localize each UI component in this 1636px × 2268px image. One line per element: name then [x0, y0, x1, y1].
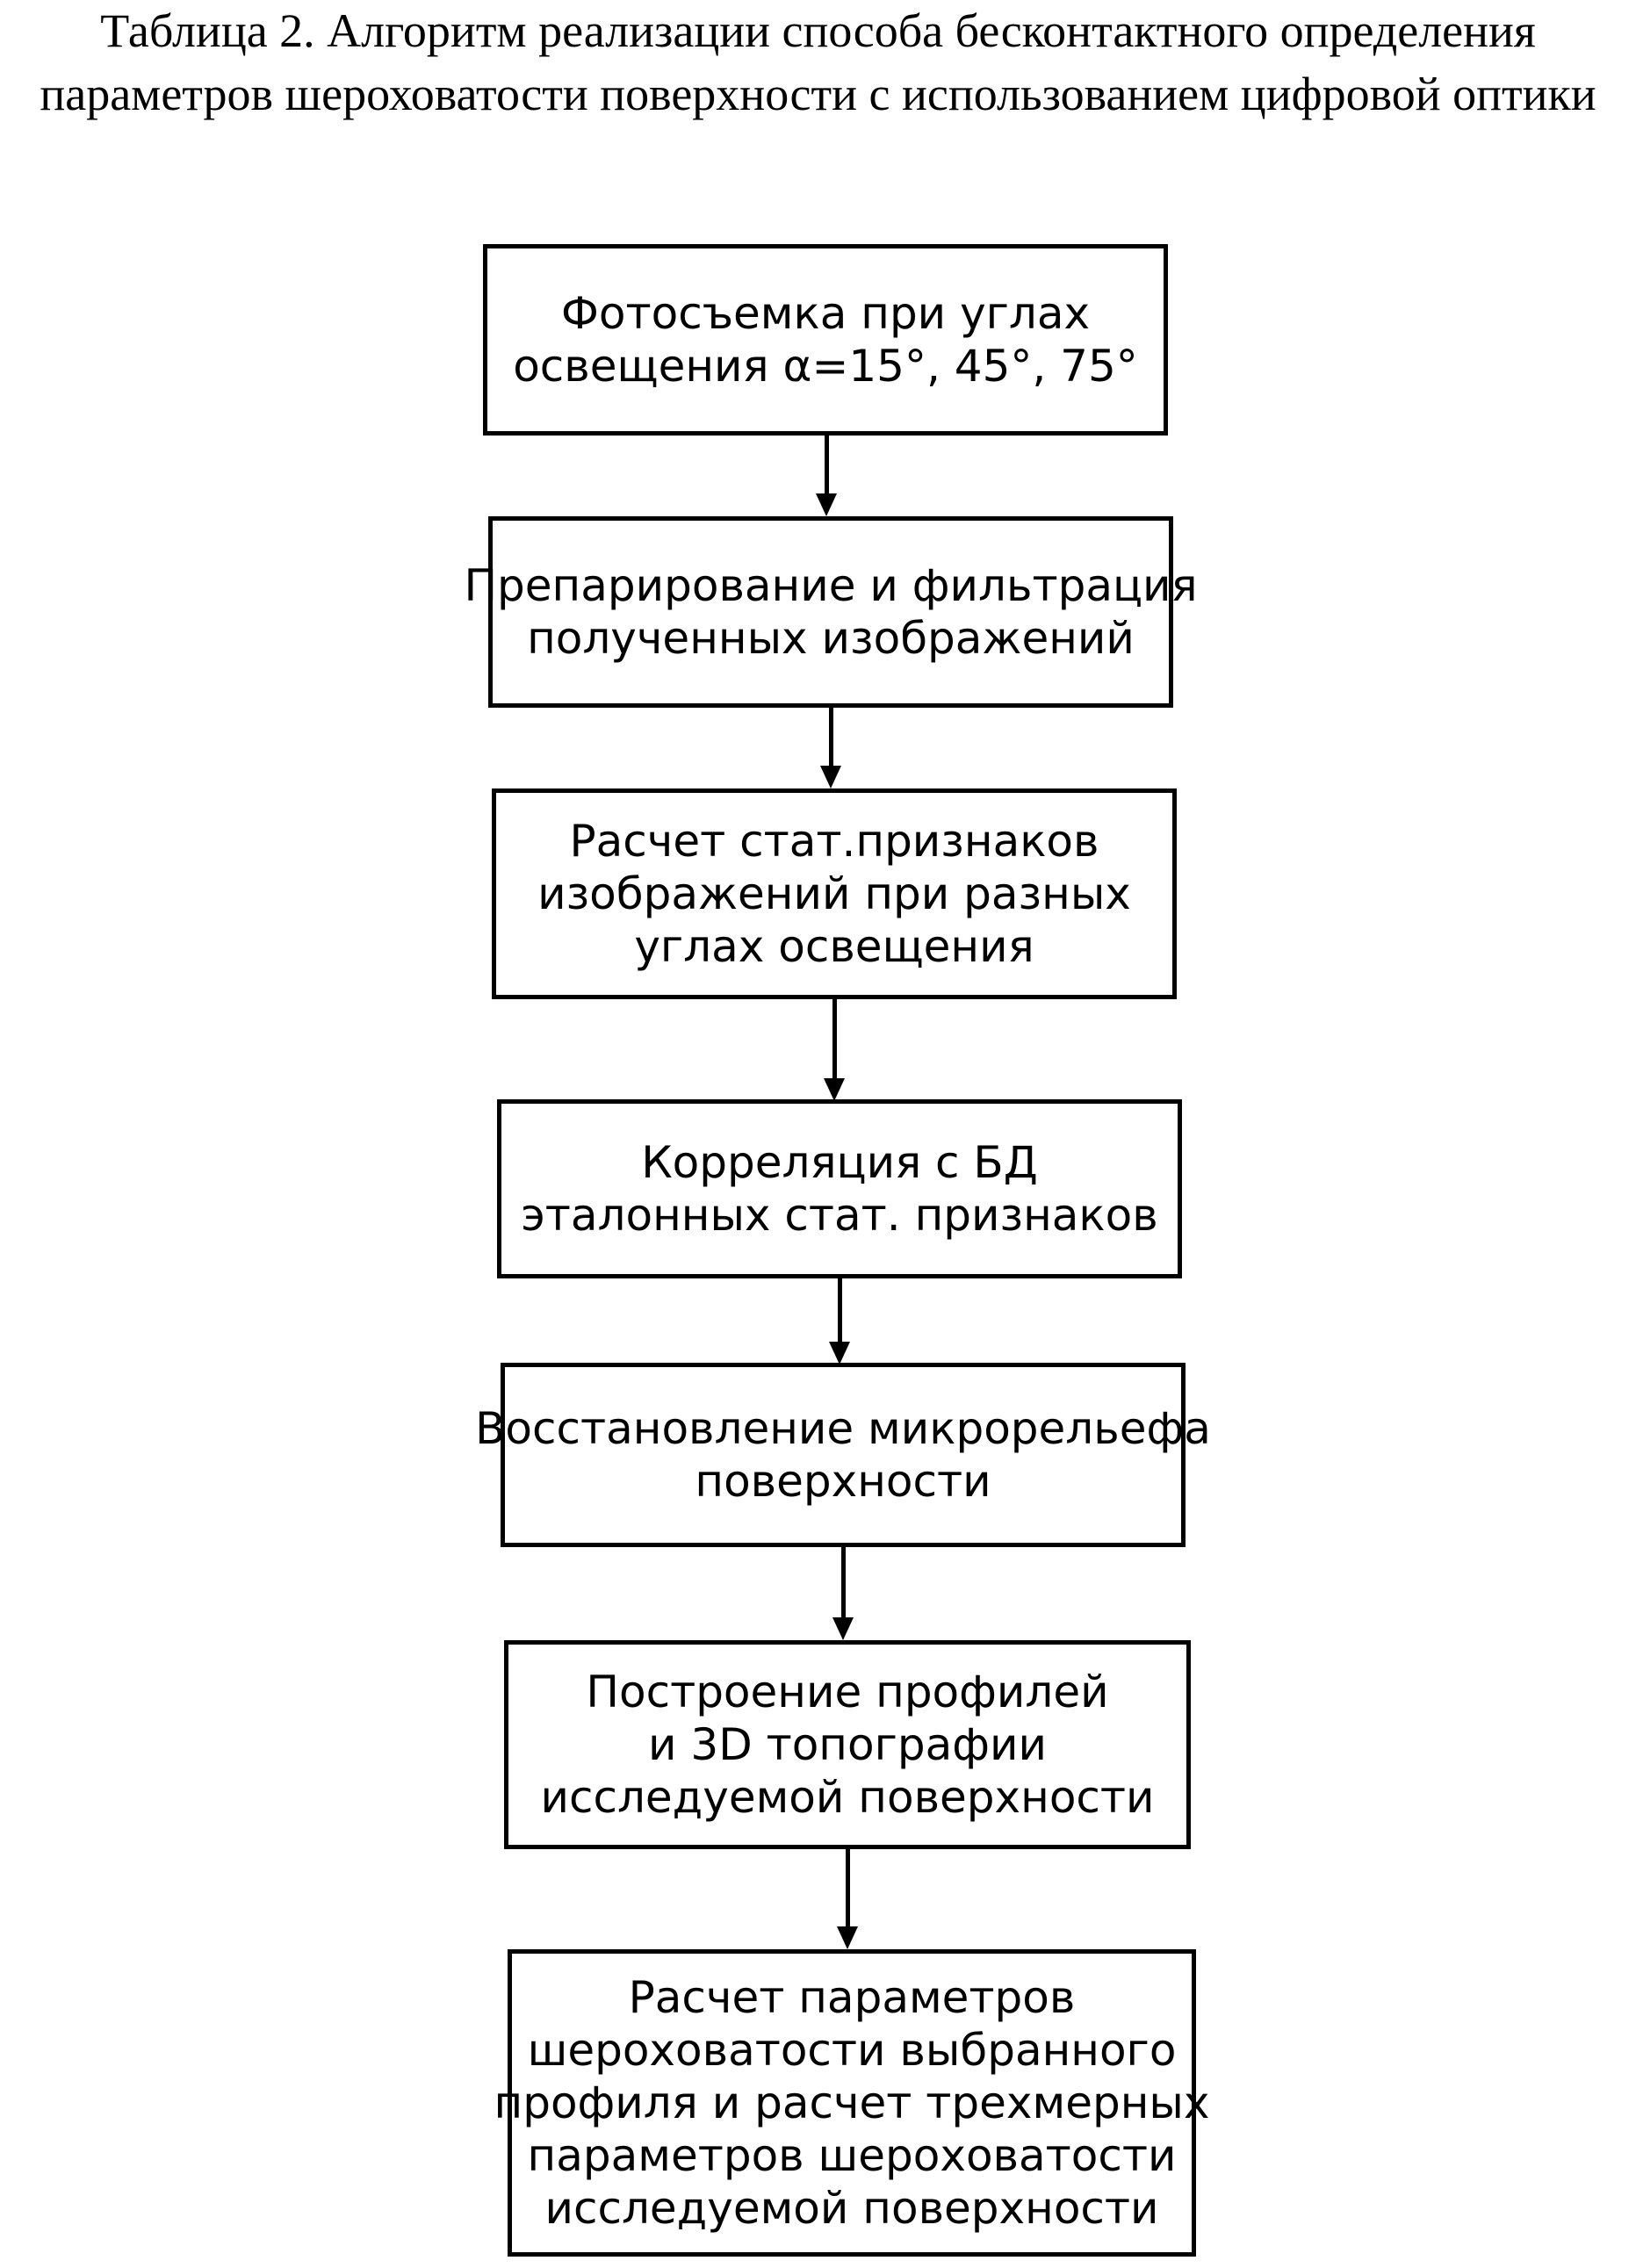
step-correlation-db: Корреляция с БД эталонных стат. признако…: [497, 1099, 1182, 1278]
step-line: Расчет стат.признаков: [570, 815, 1099, 868]
step-line: изображений при разных: [537, 868, 1131, 920]
step-line: Построение профилей: [586, 1666, 1108, 1718]
step-line: освещения α=15°, 45°, 75°: [513, 340, 1138, 392]
step-line: Фотосъемка при углах: [561, 287, 1090, 340]
step-line: исследуемой поверхности: [540, 1771, 1154, 1824]
step-line: Корреляция с БД: [641, 1136, 1038, 1189]
step-line: полученных изображений: [527, 612, 1135, 665]
step-line: углах освещения: [634, 920, 1034, 973]
step-photo-shooting: Фотосъемка при углах освещения α=15°, 45…: [483, 244, 1168, 436]
step-profiles-3d-topography: Построение профилей и 3D топографии иссл…: [504, 1640, 1191, 1849]
step-line: профиля и расчет трехмерных: [494, 2077, 1210, 2129]
table-title-line-1: Таблица 2. Алгоритм реализации способа б…: [0, 0, 1636, 61]
step-line: поверхности: [695, 1455, 991, 1508]
step-line: и 3D топографии: [648, 1718, 1047, 1771]
step-microrelief-restoration: Восстановление микрорельефа поверхности: [501, 1363, 1186, 1547]
step-line: параметров шероховатости: [528, 2129, 1177, 2182]
step-statistical-features: Расчет стат.признаков изображений при ра…: [492, 788, 1177, 999]
step-line: Расчет параметров: [629, 1971, 1076, 2024]
step-line: шероховатости выбранного: [528, 2024, 1177, 2077]
step-line: Препарирование и фильтрация: [464, 559, 1197, 612]
step-preprocessing-filtering: Препарирование и фильтрация полученных и…: [488, 516, 1173, 708]
step-line: Восстановление микрорельефа: [475, 1402, 1211, 1455]
step-roughness-parameters: Расчет параметров шероховатости выбранно…: [508, 1949, 1196, 2257]
step-line: эталонных стат. признаков: [521, 1189, 1157, 1242]
table-title-line-2: параметров шероховатости поверхности с и…: [0, 63, 1636, 125]
step-line: исследуемой поверхности: [544, 2182, 1158, 2235]
